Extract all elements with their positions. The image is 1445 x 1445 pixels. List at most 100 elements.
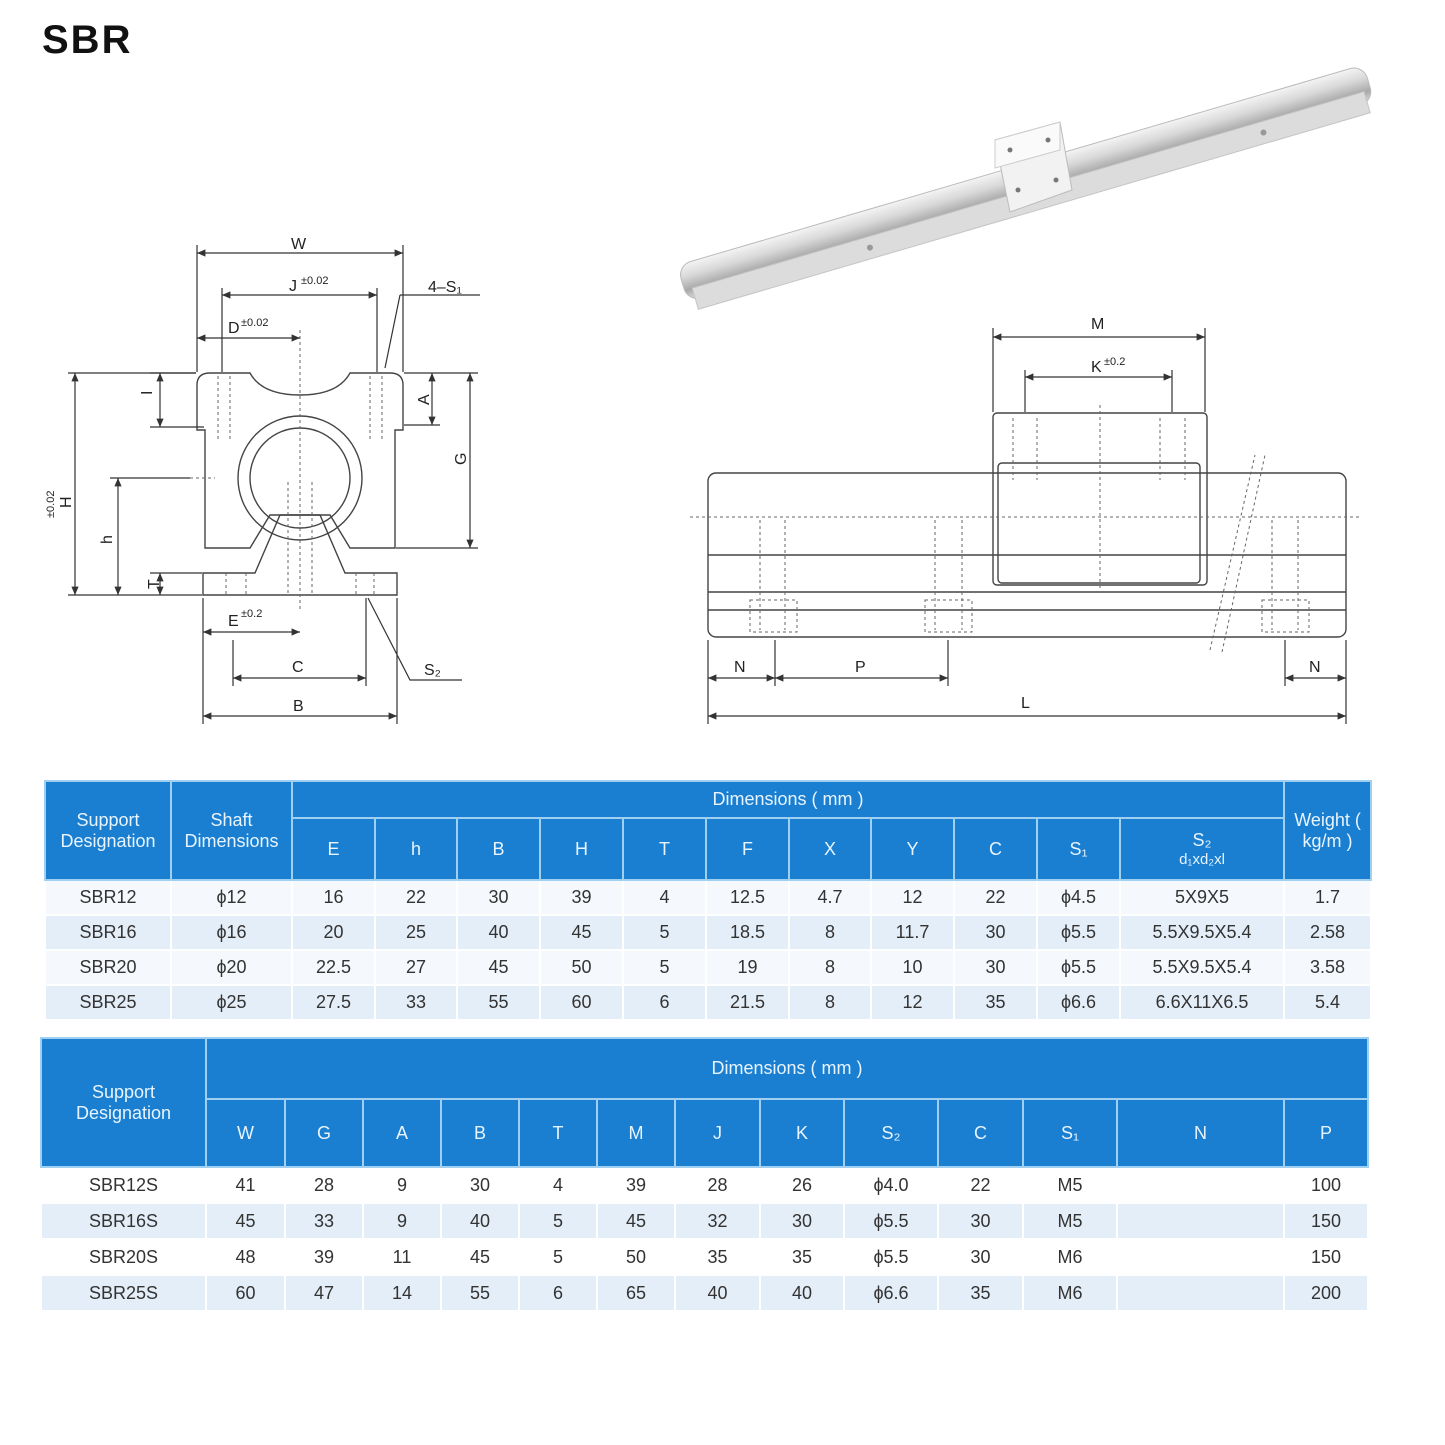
header-shaft-dimensions: Shaft Dimensions	[170, 780, 293, 881]
value-cell: 16	[291, 879, 376, 916]
label-4-S1: 4–S₁	[428, 279, 462, 296]
header-S2-sub: d₁xd₂xl	[1179, 851, 1225, 868]
label-E-tolerance: ±0.2	[241, 608, 262, 620]
designation-cell: SBR20S	[40, 1238, 207, 1276]
header-11: N	[1116, 1098, 1285, 1168]
value-cell: 50	[596, 1238, 676, 1276]
value-cell: 60	[205, 1274, 286, 1312]
value-cell: 9	[362, 1166, 442, 1204]
value-cell: ϕ6.6	[1036, 984, 1121, 1021]
value-cell: 40	[440, 1202, 520, 1240]
designation-cell: SBR12S	[40, 1166, 207, 1204]
value-cell: 19	[705, 949, 790, 986]
label-S2: S₂	[424, 662, 441, 679]
value-cell: 5	[622, 914, 707, 951]
value-cell: 30	[937, 1238, 1024, 1276]
header-1: G	[284, 1098, 364, 1168]
technical-drawings: W J ±0.02 4–S₁ D ±0.02 I A G H ±0.02 h T…	[45, 67, 1372, 724]
value-cell: 11	[362, 1238, 442, 1276]
value-cell	[1116, 1166, 1285, 1204]
page-title: SBR	[42, 18, 133, 62]
value-cell: ϕ6.6	[843, 1274, 939, 1312]
designation-cell: SBR25S	[40, 1274, 207, 1312]
value-cell: 100	[1282, 1166, 1370, 1204]
product-photo	[680, 67, 1372, 310]
value-cell: 5	[518, 1238, 598, 1276]
designation-cell: SBR12	[44, 879, 172, 916]
header-7: K	[759, 1098, 845, 1168]
value-cell: 45	[596, 1202, 676, 1240]
value-cell: 65	[596, 1274, 676, 1312]
header-6: J	[674, 1098, 761, 1168]
value-cell: 35	[953, 984, 1038, 1021]
header-dimensions-group: Dimensions ( mm )	[204, 1037, 1370, 1100]
value-cell: 47	[284, 1274, 364, 1312]
value-cell: 5	[518, 1202, 598, 1240]
value-cell: 4.7	[788, 879, 872, 916]
value-cell: ϕ20	[170, 949, 293, 986]
header-h: h	[374, 817, 458, 881]
header-2: A	[362, 1098, 442, 1168]
value-cell: 25	[374, 914, 458, 951]
value-cell: 50	[539, 949, 624, 986]
value-cell: 21.5	[705, 984, 790, 1021]
designation-cell: SBR16S	[40, 1202, 207, 1240]
value-cell: ϕ5.5	[1036, 949, 1121, 986]
value-cell: 10	[870, 949, 955, 986]
value-cell: 40	[674, 1274, 761, 1312]
value-cell: ϕ4.5	[1036, 879, 1121, 916]
header-H: H	[539, 817, 624, 881]
label-K: K	[1091, 359, 1102, 376]
value-cell: ϕ4.0	[843, 1166, 939, 1204]
value-cell: 22	[374, 879, 458, 916]
label-P: P	[855, 659, 866, 676]
designation-cell: SBR20	[44, 949, 172, 986]
header-T: T	[622, 817, 707, 881]
header-9: C	[937, 1098, 1024, 1168]
value-cell: 40	[456, 914, 541, 951]
label-E: E	[228, 613, 239, 630]
header-support-designation: Support Designation	[40, 1037, 207, 1168]
value-cell: 2.58	[1283, 914, 1373, 951]
value-cell: 27.5	[291, 984, 376, 1021]
value-cell: M6	[1022, 1238, 1118, 1276]
label-H-tolerance: ±0.02	[45, 491, 57, 518]
value-cell: 30	[953, 914, 1038, 951]
value-cell: 30	[759, 1202, 845, 1240]
designation-cell: SBR16	[44, 914, 172, 951]
value-cell: M5	[1022, 1202, 1118, 1240]
value-cell: 41	[205, 1166, 286, 1204]
value-cell: 35	[937, 1274, 1024, 1312]
shaft-support-table: Support Designation Shaft Dimensions Dim…	[44, 780, 1373, 1021]
label-T: T	[146, 579, 163, 589]
header-Y: Y	[870, 817, 955, 881]
header-0: W	[205, 1098, 286, 1168]
header-10: S₁	[1022, 1098, 1118, 1168]
value-cell: M6	[1022, 1274, 1118, 1312]
front-view-drawing: M K ±0.2 N P N L	[690, 316, 1362, 724]
value-cell: 5.5X9.5X5.4	[1118, 949, 1286, 986]
value-cell: 4	[518, 1166, 598, 1204]
label-D: D	[228, 320, 240, 337]
label-G: G	[453, 453, 470, 465]
label-h: h	[99, 535, 116, 544]
value-cell: 33	[284, 1202, 364, 1240]
value-cell: 6.6X11X6.5	[1118, 984, 1286, 1021]
header-support-designation: Support Designation	[44, 780, 172, 881]
header-4: T	[518, 1098, 598, 1168]
header-weight: Weight ( kg/m )	[1283, 780, 1373, 881]
header-B: B	[456, 817, 541, 881]
value-cell: ϕ5.5	[1036, 914, 1121, 951]
value-cell	[1116, 1202, 1285, 1240]
header-F: F	[705, 817, 790, 881]
value-cell: 55	[440, 1274, 520, 1312]
value-cell: 9	[362, 1202, 442, 1240]
value-cell: 12	[870, 879, 955, 916]
value-cell: 28	[284, 1166, 364, 1204]
value-cell: 30	[440, 1166, 520, 1204]
